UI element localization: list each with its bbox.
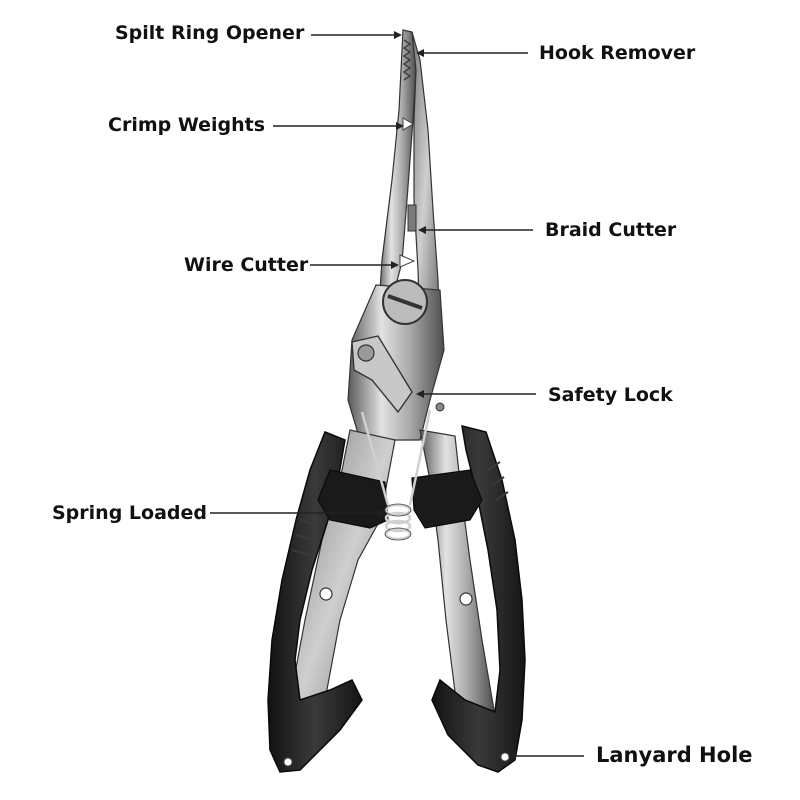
label-wire-cutter: Wire Cutter	[184, 254, 309, 276]
handle-hole-right	[459, 592, 473, 606]
label-crimp-weights: Crimp Weights	[108, 114, 266, 136]
label-split-ring-opener: Spilt Ring Opener	[115, 22, 305, 44]
lanyard-hole-right	[500, 752, 510, 762]
handle-hole-left	[319, 587, 333, 601]
leader-lines	[210, 34, 584, 757]
label-safety-lock: Safety Lock	[548, 384, 673, 406]
spring	[360, 409, 432, 541]
grip-right	[431, 424, 526, 773]
small-rivet	[435, 402, 445, 412]
label-spring-loaded: Spring Loaded	[52, 502, 207, 524]
grip-texture	[291, 461, 509, 556]
braid-cutter-slot	[407, 204, 417, 232]
label-lanyard-hole: Lanyard Hole	[596, 743, 753, 767]
crimp-notch	[402, 117, 414, 131]
safety-lock-tab	[351, 335, 413, 414]
label-hook-remover: Hook Remover	[539, 42, 696, 64]
wire-cutter-notch	[399, 254, 416, 268]
jaws	[377, 29, 441, 331]
serrations	[402, 39, 412, 81]
grip-left	[267, 431, 363, 773]
lanyard-hole-left	[283, 757, 293, 767]
grip-right-collar	[411, 469, 483, 529]
pivot-body	[347, 279, 445, 441]
jaw-left	[377, 29, 417, 323]
label-braid-cutter: Braid Cutter	[545, 219, 677, 241]
